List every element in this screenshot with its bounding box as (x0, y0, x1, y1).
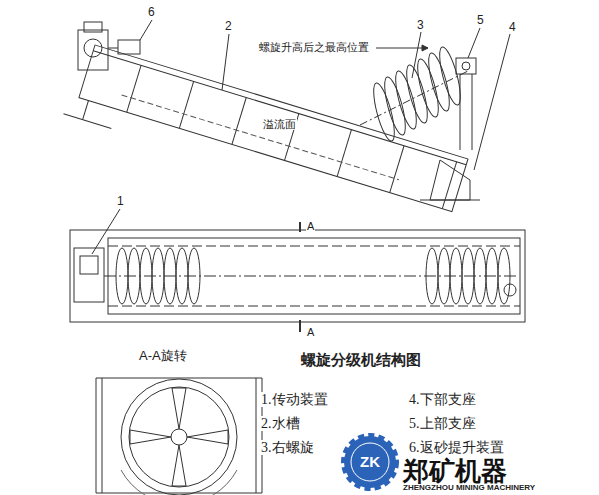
callout-number: 1 (116, 195, 125, 208)
logo-gear (344, 436, 396, 488)
callout-number: 6 (147, 6, 156, 19)
plan-view (70, 222, 525, 332)
note-text: 螺旋升高后之最高位置 (258, 41, 370, 53)
section-mark: A (306, 220, 315, 232)
callout-number: 5 (476, 14, 485, 27)
diagram-title: 螺旋分级机结构图 (300, 352, 422, 369)
lower-support (420, 160, 480, 200)
part-list-item: 5.上部支座 (408, 416, 477, 431)
side-trough (64, 42, 468, 231)
logo-text: ZK (359, 454, 381, 471)
part-list-item: 4.下部支座 (408, 392, 477, 407)
callout-number: 4 (508, 21, 517, 34)
part-list-item: 1.传动装置 (260, 392, 329, 407)
note-text: 溢流面 (262, 118, 297, 130)
section-view (96, 378, 262, 495)
section-label: A-A旋转 (138, 349, 188, 363)
part-list-item: 2.水槽 (260, 416, 301, 431)
callout-number: 2 (224, 20, 233, 33)
callout-number: 3 (416, 19, 425, 32)
watermark: 郑矿机器 (402, 457, 508, 486)
section-mark: A (306, 326, 315, 338)
watermark: ZHENGZHOU MINING MACHINERY (402, 484, 536, 493)
upper-support (456, 58, 476, 150)
drive-unit (78, 22, 140, 70)
raised-spiral (369, 45, 464, 143)
part-list-item: 6.返砂提升装置 (408, 440, 505, 455)
part-list-item: 3.右螺旋 (260, 440, 315, 455)
